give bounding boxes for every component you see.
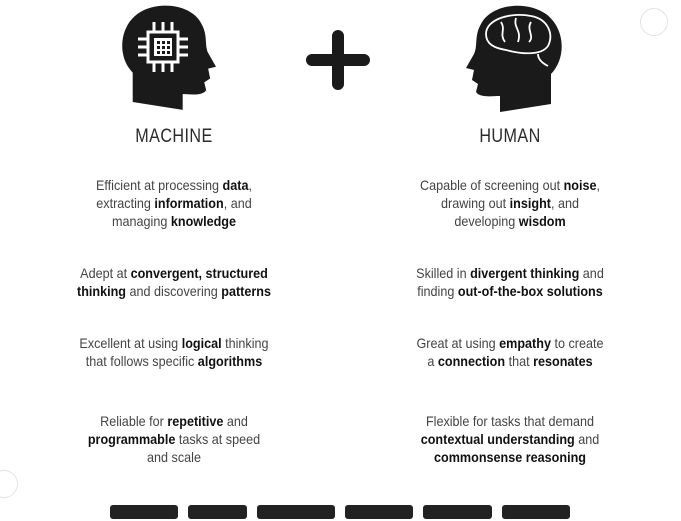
item-text: a [427, 353, 438, 369]
machine-head-icon [122, 5, 216, 110]
item-text: and scale [147, 449, 201, 465]
item-text: to create [550, 335, 604, 351]
human-brain-head-icon [466, 5, 562, 112]
item-text: and discovering [126, 283, 222, 299]
item-text: Flexible for tasks that demand [425, 413, 595, 429]
emphasis-text: repetitive [167, 413, 224, 429]
emphasis-text: convergent, structured [130, 265, 268, 281]
decorative-circle [0, 470, 18, 498]
item-text: and [223, 413, 248, 429]
item-text: that [505, 353, 534, 369]
emphasis-text: information [154, 195, 224, 211]
item-text: that follows specific [85, 353, 198, 369]
item-text: finding [417, 283, 458, 299]
machine-item: Efficient at processing data,extracting … [39, 176, 309, 230]
emphasis-text: programmable [87, 431, 176, 447]
emphasis-text: logical [181, 335, 222, 351]
item-text: Adept at [80, 265, 131, 281]
item-text: and [579, 265, 604, 281]
item-text: Efficient at processing [96, 177, 223, 193]
item-text: drawing out [441, 195, 510, 211]
human-item: Great at using empathy to create a connec… [375, 334, 645, 370]
item-text: , and [223, 195, 252, 211]
emphasis-text: wisdom [518, 213, 566, 229]
emphasis-text: thinking [77, 283, 127, 299]
item-text: , [248, 177, 252, 193]
emphasis-text: divergent thinking [470, 265, 580, 281]
emphasis-text: algorithms [197, 353, 263, 369]
item-text: Skilled in [416, 265, 471, 281]
emphasis-text: out-of-the-box solutions [457, 283, 603, 299]
item-text: and [574, 431, 600, 447]
human-item: Flexible for tasks that demand contextual… [375, 412, 645, 466]
plus-icon [306, 30, 370, 90]
machine-item: Excellent at using logical thinking that … [39, 334, 309, 370]
item-text: tasks at speed [175, 431, 261, 447]
item-text: , [596, 177, 601, 193]
emphasis-text: patterns [221, 283, 271, 299]
item-text: thinking [221, 335, 269, 351]
emphasis-text: insight [509, 195, 551, 211]
emphasis-text: connection [437, 353, 506, 369]
item-text: managing [112, 213, 171, 229]
human-item: Capable of screening out noise, drawing o… [375, 176, 645, 230]
item-text: Excellent at using [79, 335, 182, 351]
item-text: Capable of screening out [419, 177, 564, 193]
emphasis-text: noise [563, 177, 597, 193]
emphasis-text: empathy [499, 335, 551, 351]
human-item: Skilled in divergent thinking and finding… [375, 264, 645, 300]
item-text: , and [550, 195, 579, 211]
item-text: developing [454, 213, 519, 229]
item-text: extracting [96, 195, 155, 211]
item-text: Great at using [416, 335, 500, 351]
item-text: Reliable for [100, 413, 168, 429]
decorative-circle [640, 8, 668, 36]
emphasis-text: commonsense reasoning [434, 449, 586, 465]
emphasis-text: contextual understanding [420, 431, 575, 447]
emphasis-text: data [222, 177, 249, 193]
machine-title: MACHINE [135, 126, 213, 147]
emphasis-text: resonates [533, 353, 593, 369]
emphasis-text: knowledge [170, 213, 236, 229]
human-title: HUMAN [479, 126, 541, 147]
cropped-footer-text [110, 505, 570, 521]
